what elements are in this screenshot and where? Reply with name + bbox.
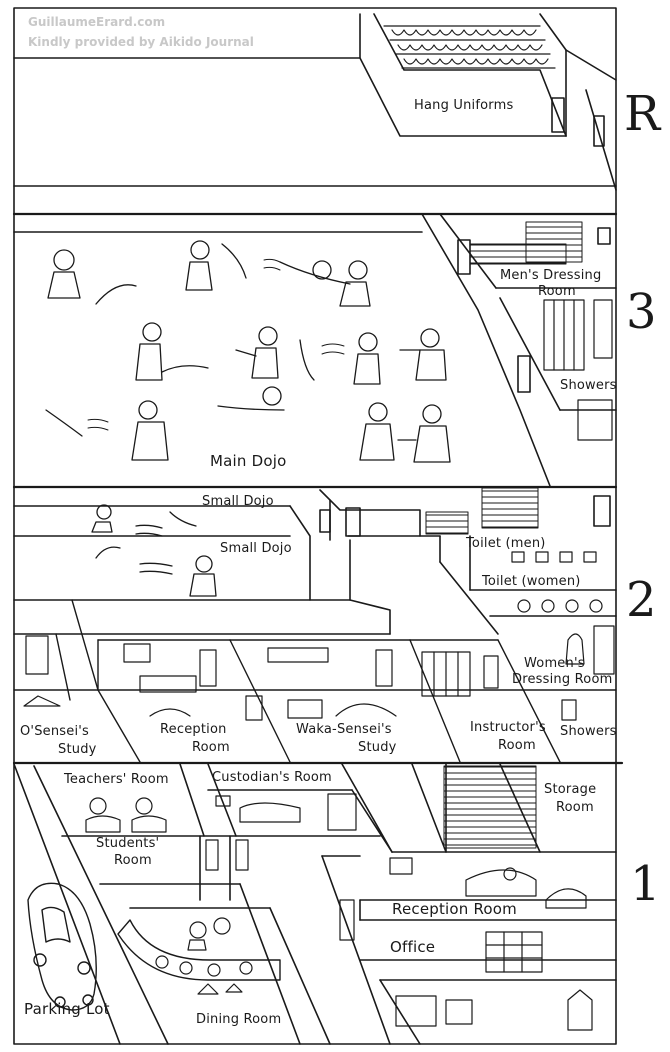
label-showers-3: Showers — [560, 378, 617, 393]
label-instructors-room: Instructor's — [470, 720, 546, 735]
label-instructors-room-2: Room — [498, 738, 536, 753]
label-hang-uniforms: Hang Uniforms — [414, 98, 514, 113]
label-mens-dressing-2: Room — [538, 284, 576, 299]
label-osensei-study-2: Study — [58, 742, 97, 757]
label-waka-sensei: Waka-Sensei's — [296, 722, 392, 737]
second-floor — [13, 487, 617, 763]
credit-site: GuillaumeErard.com — [28, 15, 166, 29]
dojo-door — [457, 239, 471, 275]
toilets-women — [517, 599, 603, 613]
roof-floor — [13, 13, 617, 191]
aikido-figures-small-dojo — [91, 504, 217, 597]
building-outline — [13, 7, 617, 1045]
first-floor — [13, 763, 617, 1045]
lockers-3 — [543, 299, 613, 371]
label-office: Office — [390, 938, 436, 956]
study-rooms-2 — [13, 599, 617, 763]
toilets-men — [511, 551, 597, 563]
label-waka-sensei-2: Study — [358, 740, 397, 755]
credit-source: Kindly provided by Aikido Journal — [28, 35, 254, 49]
lockers-2 — [421, 625, 615, 697]
label-mens-dressing: Men's Dressing — [500, 268, 602, 283]
label-small-dojo-a: Small Dojo — [202, 494, 274, 509]
furniture-2 — [23, 633, 585, 721]
roof-door — [551, 97, 565, 133]
label-custodians-room: Custodian's Room — [212, 770, 332, 785]
office-shelf — [485, 931, 543, 973]
floor-label-2: 2 — [626, 572, 657, 628]
floor-label-3: 3 — [626, 284, 657, 340]
label-reception-2: Reception — [160, 722, 227, 737]
uniform-rack — [383, 25, 556, 69]
label-students-room: Students' — [96, 836, 160, 851]
aikido-figures-main-dojo — [45, 240, 451, 463]
label-womens-dressing: Women's — [524, 656, 585, 671]
third-floor — [13, 213, 617, 487]
furniture-1 — [85, 795, 593, 1031]
label-storage-room-2: Room — [556, 800, 594, 815]
label-toilet-women: Toilet (women) — [482, 574, 581, 589]
shower-stall-3 — [577, 399, 613, 441]
label-small-dojo-b: Small Dojo — [220, 541, 292, 556]
label-storage-room: Storage — [544, 782, 597, 797]
dining-counter — [117, 919, 281, 981]
floor-label-1: 1 — [630, 856, 661, 912]
car-icon — [27, 882, 97, 1011]
label-showers-2: Showers — [560, 724, 617, 739]
motion-lines-3 — [87, 258, 345, 431]
floor-label-roof: R — [624, 86, 661, 142]
label-dining-room: Dining Room — [196, 1012, 282, 1027]
label-osensei-study: O'Sensei's — [20, 724, 90, 739]
label-parking-lot: Parking Lot — [24, 1000, 110, 1018]
label-womens-dressing-2: Dressing Room — [512, 672, 613, 687]
label-reception-1: Reception Room — [392, 900, 517, 918]
label-toilet-men: Toilet (men) — [466, 536, 546, 551]
label-reception-2b: Room — [192, 740, 230, 755]
label-teachers-room: Teachers' Room — [64, 772, 169, 787]
label-students-room-2: Room — [114, 853, 152, 868]
label-main-dojo: Main Dojo — [210, 452, 287, 470]
